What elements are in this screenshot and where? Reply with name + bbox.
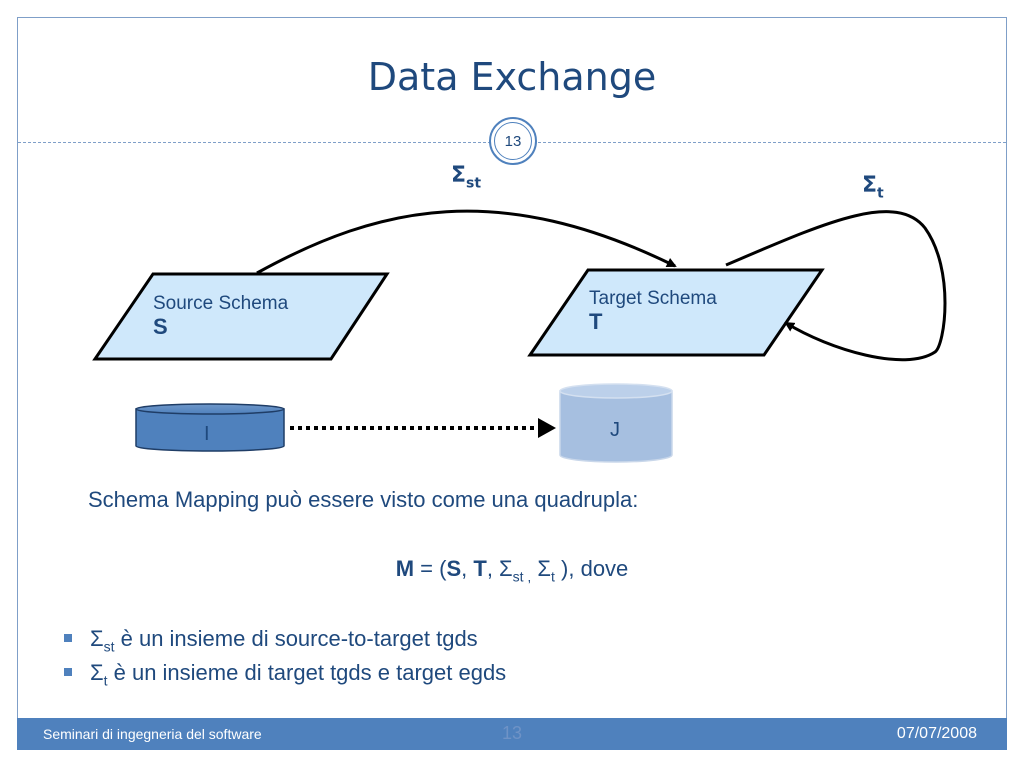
bullet-text: è un insieme di source-to-target tgds [114,626,478,651]
instance-source-cylinder [135,403,285,452]
sigma-t-symbol: Σ [862,173,878,198]
sigma-st-arrow [256,209,677,275]
target-schema-letter: T [589,309,603,334]
sigma-st-subscript: st [466,175,482,192]
list-item: Σt è un insieme di target tgds e target … [62,656,506,690]
target-schema-shape [527,268,825,357]
bullet-sigma: Σ [90,626,104,651]
bullet-sigma: Σ [90,660,104,685]
bullet-subscript: t [103,672,108,689]
square-bullet-icon [64,634,72,642]
definition-list: Σst è un insieme di source-to-target tgd… [62,622,506,690]
target-schema-label: Target Schema [589,288,717,309]
sigma-t-subscript: t [877,185,884,202]
list-item: Σst è un insieme di source-to-target tgd… [62,622,506,656]
page-number: 13 [494,122,532,160]
page-number-badge: 13 [489,117,537,165]
source-schema-shape [92,272,390,361]
bullet-text: è un insieme di target tgds e target egd… [107,660,507,685]
instance-target-label: J [610,419,620,441]
instance-target-cylinder [559,383,673,463]
formula-m: M [395,556,415,581]
formula-eq-open: = ( [414,556,447,581]
bullet-subscript: st [103,638,115,655]
slide-title: Data Exchange [367,55,657,99]
formula-sub1: st , [512,568,532,585]
footer-date: 07/07/2008 [896,725,977,742]
intro-text: Schema Mapping può essere visto come una… [88,487,639,512]
sigma-t-label: Σt [862,173,884,201]
sigma-st-label: Σst [451,163,481,191]
footer-bar: Seminari di ingegneria del software 13 0… [17,718,1007,750]
formula-t: T [473,556,487,581]
formula-close: ), dove [554,556,629,581]
formula-sub2: t [551,568,555,585]
source-schema-label: Source Schema [153,293,289,314]
source-schema-letter: S [153,314,168,339]
footer-course-title: Seminari di ingegneria del software [43,726,262,742]
formula-sigma1: , Σ [486,556,513,581]
square-bullet-icon [64,668,72,676]
sigma-st-symbol: Σ [451,163,467,188]
footer-page-number: 13 [501,723,523,743]
sigma-t-loop-arrow [725,210,947,362]
instance-source-label: I [204,423,210,445]
formula-comma1: , [461,556,474,581]
data-exchange-arrowhead [538,418,556,438]
formula-s: S [446,556,462,581]
formula-sigma2: Σ [531,556,552,581]
mapping-formula: M = (S, T, Σst , Σt ), dove [0,556,1024,584]
